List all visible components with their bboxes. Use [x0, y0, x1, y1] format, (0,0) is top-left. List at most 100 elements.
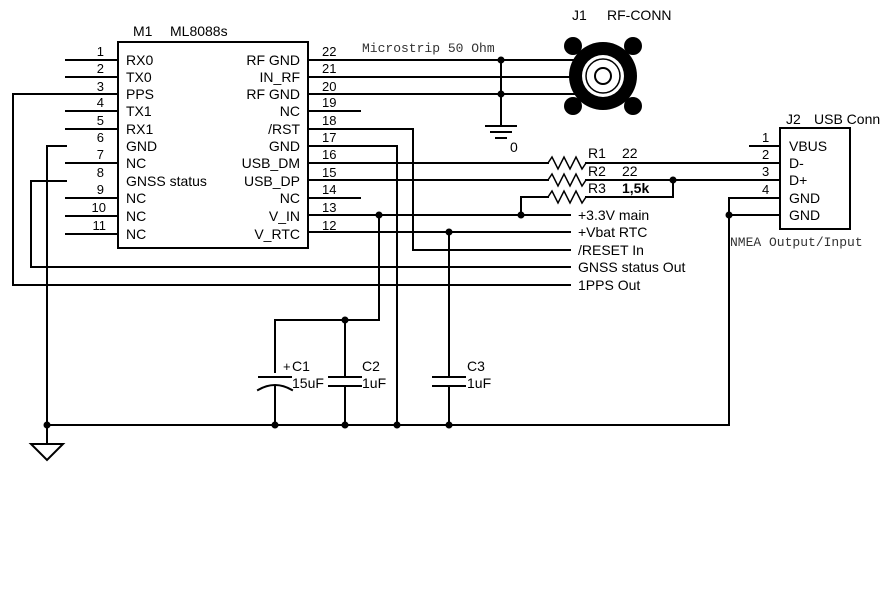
- pin-number: 5: [97, 113, 104, 128]
- usb-pin-number: 2: [762, 147, 769, 162]
- usb-connector-body: [779, 127, 851, 230]
- pin-name: USB_DM: [242, 155, 300, 171]
- pin-name: RX0: [126, 52, 153, 68]
- module-left-pins: 1 2 3 4 5 6 7 8 9 10 11 RX0 TX0 PPS TX1 …: [65, 44, 207, 242]
- usb-data-lines: R1 22 R2 22 R3 1,5k: [307, 145, 751, 219]
- rf-wires: 0 Microstrip 50 Ohm: [307, 41, 597, 155]
- rf-connector-part: RF-CONN: [607, 7, 672, 23]
- capacitor-c3: [432, 231, 466, 426]
- resistor-value: 22: [622, 145, 638, 161]
- pin-number: 21: [322, 61, 336, 76]
- pin-name: V_RTC: [254, 226, 300, 242]
- pin-number: 16: [322, 147, 336, 162]
- pin-name: NC: [126, 226, 146, 242]
- module-m1: M1 ML8088s 1 2 3 4 5 6 7 8 9 10 11 RX0 T…: [65, 23, 361, 249]
- pin-name: GNSS status: [126, 173, 207, 189]
- pin-name: GND: [269, 138, 300, 154]
- capacitor-value: 1uF: [467, 375, 491, 391]
- pin-number: 13: [322, 200, 336, 215]
- rf-connector-icon: [564, 37, 642, 115]
- resistor-r2: [547, 172, 587, 188]
- resistor-r3: [547, 189, 587, 205]
- resistor-value: 1,5k: [622, 180, 649, 196]
- pin-number: 8: [97, 165, 104, 180]
- pin-name: RX1: [126, 121, 153, 137]
- pin-number: 4: [97, 95, 104, 110]
- pin-number: 3: [97, 79, 104, 94]
- pin-name: TX0: [126, 69, 152, 85]
- rf-connector-j1: J1 RF-CONN: [564, 7, 672, 115]
- usb-connector-note: NMEA Output/Input: [730, 235, 863, 250]
- capacitor-value: 1uF: [362, 375, 386, 391]
- resistor-r1: [547, 155, 587, 171]
- usb-connector-ref: J2: [786, 111, 801, 127]
- pin-number: 19: [322, 95, 336, 110]
- pin-name: TX1: [126, 103, 152, 119]
- pin-name: PPS: [126, 86, 154, 102]
- module-right-pins: 22 21 20 19 18 17 16 15 14 13 12 RF GND …: [242, 44, 361, 242]
- capacitor-c2: [328, 376, 362, 426]
- usb-pin-name: GND: [789, 207, 820, 223]
- capacitor-bank: + C1 15uF C2 1uF C3 1uF: [256, 214, 491, 426]
- pin-number: 15: [322, 165, 336, 180]
- net-label-reset: /RESET In: [578, 242, 644, 258]
- rf-connector-ref: J1: [572, 7, 587, 23]
- module-ref: M1: [133, 23, 153, 39]
- usb-connector-part: USB Conn: [814, 111, 880, 127]
- net-label-3v3: +3.3V main: [578, 207, 649, 223]
- net-label-gnss-status: GNSS status Out: [578, 259, 685, 275]
- pin-number: 11: [93, 218, 107, 233]
- pin-name: NC: [126, 208, 146, 224]
- module-part: ML8088s: [170, 23, 228, 39]
- rf-ground-label: 0: [510, 139, 518, 155]
- pin-number: 14: [322, 182, 336, 197]
- pin-name: V_IN: [269, 208, 300, 224]
- resistor-ref: R1: [588, 145, 606, 161]
- pin-number: 1: [97, 44, 104, 59]
- usb-pin-name: D+: [789, 172, 807, 188]
- pin-number: 7: [97, 147, 104, 162]
- pin-number: 10: [92, 200, 106, 215]
- pin-number: 22: [322, 44, 336, 59]
- pin-name: NC: [126, 155, 146, 171]
- pin-name: RF GND: [246, 86, 300, 102]
- capacitor-ref: C3: [467, 358, 485, 374]
- pin-name: NC: [126, 190, 146, 206]
- usb-pin-number: 1: [762, 130, 769, 145]
- pin-name: RF GND: [246, 52, 300, 68]
- net-label-vbat: +Vbat RTC: [578, 224, 647, 240]
- pin-number: 6: [97, 130, 104, 145]
- pin-name: NC: [280, 190, 300, 206]
- pin-number: 20: [322, 79, 336, 94]
- usb-pin-name: D-: [789, 155, 804, 171]
- pin-number: 18: [322, 113, 336, 128]
- capacitor-polarity: +: [283, 359, 291, 374]
- usb-connector-j2: J2 USB Conn NMEA Output/Input 1 2 3 4 VB…: [730, 111, 880, 250]
- pin-number: 2: [97, 61, 104, 76]
- pin-name: /RST: [268, 121, 300, 137]
- microstrip-note: Microstrip 50 Ohm: [362, 41, 495, 56]
- pin-name: IN_RF: [260, 69, 300, 85]
- usb-pin-number: 3: [762, 164, 769, 179]
- capacitor-ref: C1: [292, 358, 310, 374]
- capacitor-c1: [256, 376, 294, 426]
- output-nets: +3.3V main +Vbat RTC /RESET In GNSS stat…: [12, 93, 685, 293]
- usb-pin-name: GND: [789, 190, 820, 206]
- pin-name: USB_DP: [244, 173, 300, 189]
- pin-name: GND: [126, 138, 157, 154]
- capacitor-ref: C2: [362, 358, 380, 374]
- resistor-value: 22: [622, 163, 638, 179]
- usb-pin-name: VBUS: [789, 138, 827, 154]
- capacitor-value: 15uF: [292, 375, 324, 391]
- pin-number: 17: [322, 130, 336, 145]
- pin-number: 9: [97, 182, 104, 197]
- ground-icon: [28, 424, 66, 462]
- resistor-ref: R2: [588, 163, 606, 179]
- pin-name: NC: [280, 103, 300, 119]
- net-label-1pps: 1PPS Out: [578, 277, 640, 293]
- pin-number: 12: [322, 218, 336, 233]
- ground-bus: [28, 145, 751, 462]
- usb-pin-number: 4: [762, 182, 769, 197]
- resistor-ref: R3: [588, 180, 606, 196]
